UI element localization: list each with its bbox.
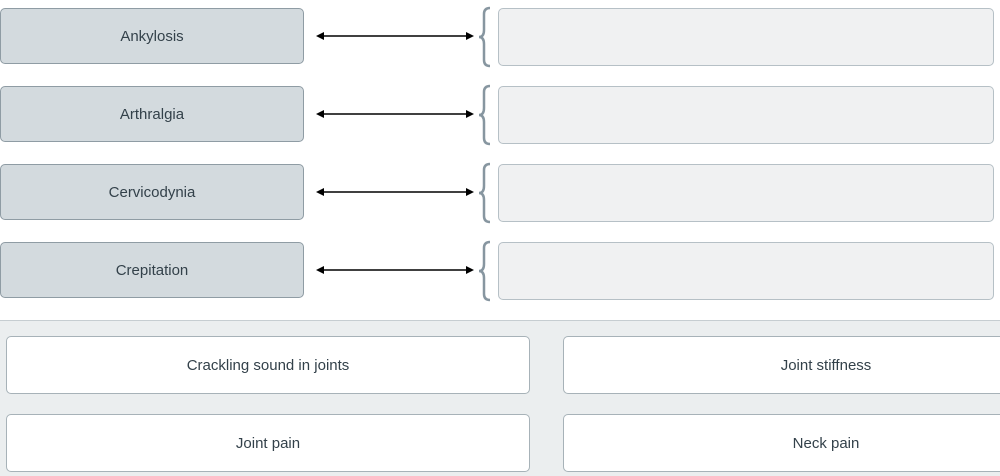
term-crepitation: Crepitation: [0, 242, 304, 298]
brace-icon: [478, 6, 491, 68]
match-row-2: Arthralgia: [0, 84, 1000, 146]
term-ankylosis: Ankylosis: [0, 8, 304, 64]
drop-target-3[interactable]: [498, 164, 994, 222]
choice-neck-pain[interactable]: Neck pain: [563, 414, 1000, 472]
brace-icon: [478, 240, 491, 302]
double-arrow-icon: [316, 188, 474, 196]
match-row-3: Cervicodynia: [0, 162, 1000, 224]
brace-icon: [478, 162, 491, 224]
choice-label: Neck pain: [792, 434, 860, 452]
choice-crackling-sound[interactable]: Crackling sound in joints: [6, 336, 530, 394]
drop-target-2[interactable]: [498, 86, 994, 144]
term-cervicodynia: Cervicodynia: [0, 164, 304, 220]
term-arthralgia: Arthralgia: [0, 86, 304, 142]
choice-joint-stiffness[interactable]: Joint stiffness: [563, 336, 1000, 394]
brace-icon: [478, 84, 491, 146]
choice-joint-pain[interactable]: Joint pain: [6, 414, 530, 472]
match-row-1: Ankylosis: [0, 6, 1000, 68]
match-row-4: Crepitation: [0, 240, 1000, 302]
drop-target-4[interactable]: [498, 242, 994, 300]
answer-pool: Crackling sound in joints Joint stiffnes…: [0, 320, 1000, 476]
choice-label: Joint stiffness: [780, 356, 872, 374]
double-arrow-icon: [316, 32, 474, 40]
drop-target-1[interactable]: [498, 8, 994, 66]
double-arrow-icon: [316, 266, 474, 274]
double-arrow-icon: [316, 110, 474, 118]
